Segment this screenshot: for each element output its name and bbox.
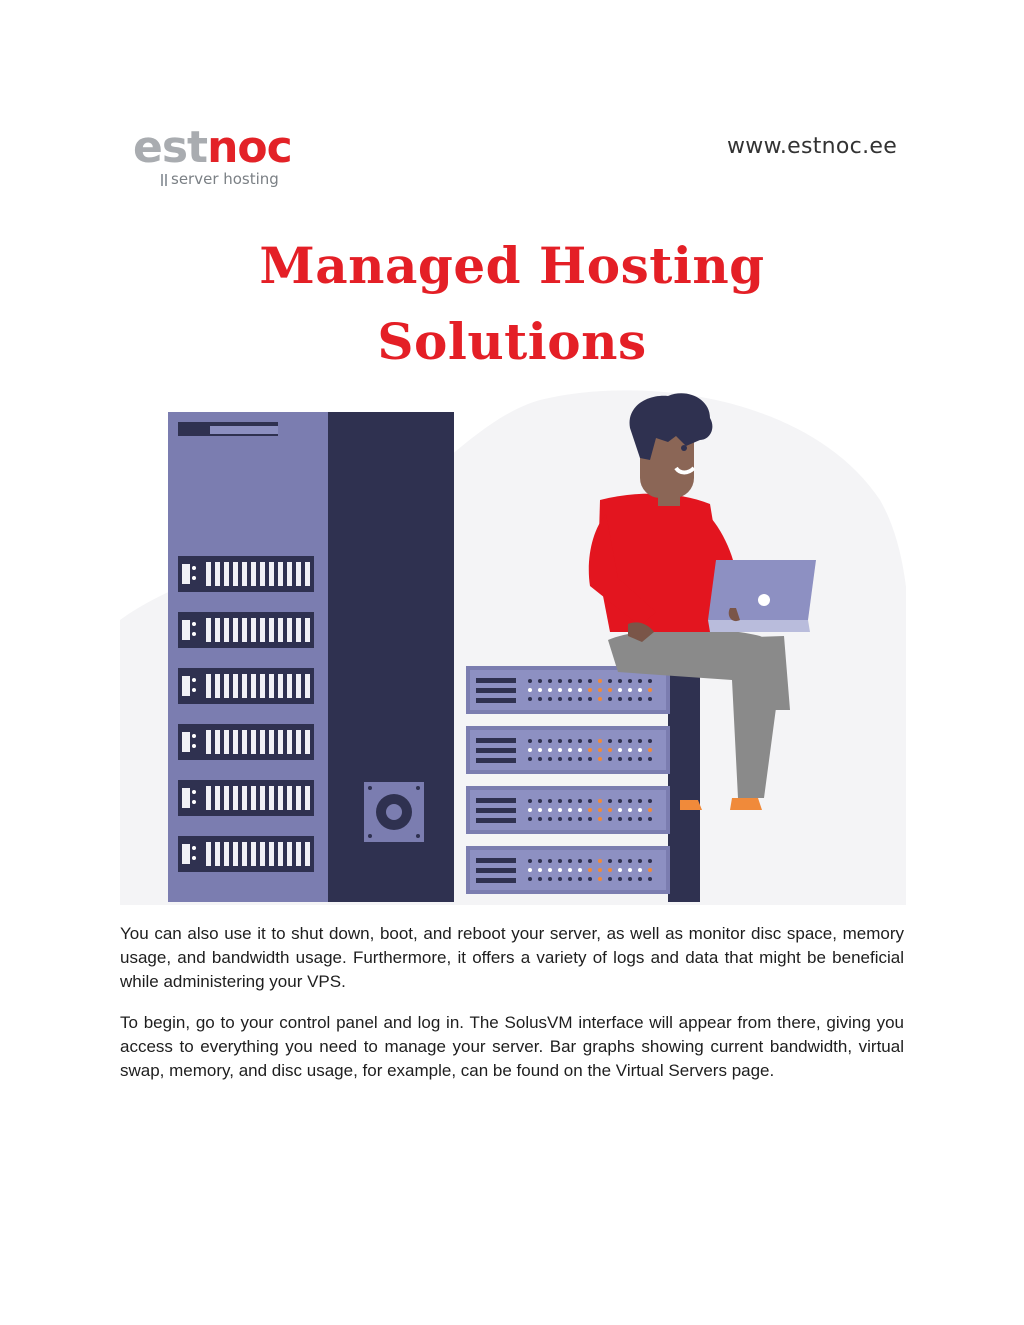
rack-unit-icon: [178, 556, 314, 592]
logo-noc: noc: [207, 122, 293, 173]
rack-fan-icon: [364, 782, 424, 842]
website-url: www.estnoc.ee: [727, 134, 898, 159]
logo-bars-icon: [161, 174, 167, 186]
paragraph-1: You can also use it to shut down, boot, …: [120, 924, 904, 991]
logo-wordmark: estnoc: [133, 126, 293, 170]
body-text: You can also use it to shut down, boot, …: [120, 922, 904, 1100]
hosting-illustration: [120, 390, 906, 905]
page-title: Managed Hosting Solutions: [0, 228, 1024, 380]
server-rack-icon: [168, 412, 454, 902]
paragraph-2: To begin, go to your control panel and l…: [120, 1013, 904, 1080]
server-stack-icon: [466, 666, 700, 902]
title-line-1: Managed Hosting: [259, 236, 765, 295]
logo-est: est: [133, 122, 208, 173]
estnoc-logo: estnoc server hosting: [133, 126, 303, 192]
server-blade-icon: [466, 666, 670, 714]
person-with-laptop-icon: [588, 393, 816, 810]
logo-tagline: server hosting: [171, 170, 279, 188]
title-line-2: Solutions: [377, 312, 647, 371]
